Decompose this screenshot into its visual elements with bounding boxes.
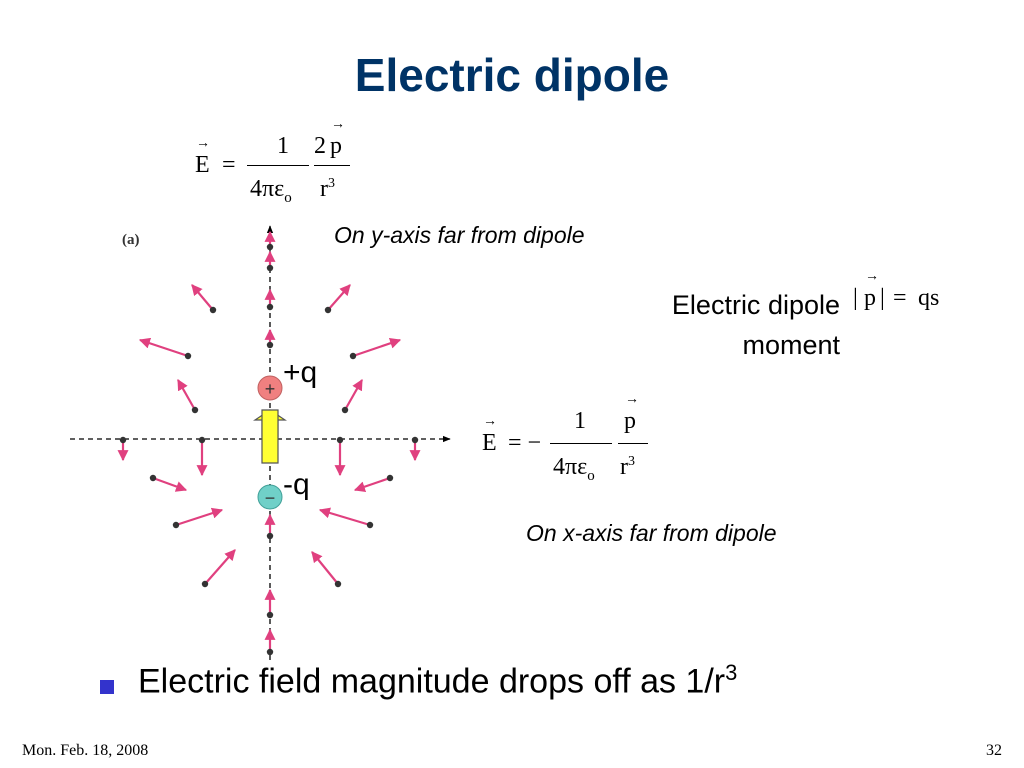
field-point-dot (386, 474, 394, 482)
vector-p-symbol: p (330, 117, 345, 160)
bullet-superscript: 3 (725, 660, 738, 685)
field-vector-arrow (344, 379, 363, 411)
field-vector-arrow (177, 379, 196, 411)
field-point-dot (266, 303, 274, 311)
equals-minus-sign: = − (508, 430, 542, 456)
qs-term: qs (918, 285, 940, 311)
field-vector-arrow (352, 337, 402, 358)
bullet-text-main: Electric field magnitude drops off as 1/… (138, 662, 726, 701)
numerator-one: 1 (574, 408, 586, 434)
y-axis-note: On y-axis far from dipole (334, 222, 585, 248)
dipole-moment-arrow-shaft (261, 409, 279, 464)
positive-charge (257, 375, 283, 401)
field-vector-arrow (175, 507, 224, 527)
vector-e-symbol: E (482, 414, 497, 457)
minus-sign: − (265, 488, 276, 508)
denominator-4pi-epsilon: 4πε (553, 454, 588, 480)
positive-charge-text: +q (283, 356, 318, 389)
field-point-dot (341, 406, 349, 414)
denominator-r: r (320, 176, 328, 202)
field-point-dot (172, 521, 180, 529)
field-point-dot (366, 521, 374, 529)
field-point-dot (266, 532, 274, 540)
field-vector-arrow (318, 507, 371, 527)
field-point-dot (266, 264, 274, 272)
negative-charge-label: -q (283, 468, 310, 502)
moment-label-line1: Electric dipole (671, 290, 840, 320)
numerator-one: 1 (277, 133, 289, 159)
field-point-dot (184, 352, 192, 360)
field-point-dot (149, 474, 157, 482)
field-point-dot (266, 341, 274, 349)
fraction-bar (247, 165, 309, 166)
field-point-dot (266, 243, 274, 251)
negative-charge-text: -q (283, 468, 310, 501)
numerator-coefficient: 2 (314, 133, 326, 159)
figure-label: (a) (122, 232, 140, 248)
field-arrows (117, 230, 421, 652)
vector-p-symbol: p (624, 392, 639, 435)
r-exponent: 3 (628, 454, 635, 469)
x-axis-note: On x-axis far from dipole (526, 520, 777, 546)
bullet-square-icon (100, 680, 114, 694)
field-vector-arrow (327, 284, 351, 311)
moment-label-line2: moment (742, 330, 840, 360)
equals-sign: = (893, 285, 907, 311)
fraction-bar (314, 165, 350, 166)
denominator-r: r (620, 454, 628, 480)
positive-charge-label: +q (283, 356, 317, 390)
field-vector-arrow (138, 337, 189, 358)
epsilon-subscript: o (284, 189, 292, 206)
footer-page-number: 32 (986, 742, 1002, 759)
field-vector-arrow (204, 549, 236, 585)
field-point-dot (209, 306, 217, 314)
field-point-dot (349, 352, 357, 360)
vector-p-symbol: p (864, 269, 879, 312)
field-point-dot (334, 580, 342, 588)
field-point-dot (201, 580, 209, 588)
plus-sign: + (265, 379, 276, 399)
field-point-dot (198, 436, 206, 444)
field-point-dot (266, 648, 274, 656)
fraction-bar (618, 443, 648, 444)
field-point-dot (336, 436, 344, 444)
abs-bar-left: | (853, 285, 858, 311)
field-vector-arrow (152, 476, 188, 492)
r-exponent: 3 (328, 176, 335, 191)
equals-sign: = (222, 152, 236, 178)
field-point-dot (119, 436, 127, 444)
field-point-dot (411, 436, 419, 444)
field-point-dot (266, 611, 274, 619)
slide-title: Electric dipole (354, 49, 670, 101)
abs-bar-right: | (880, 285, 885, 311)
bullet-text: Electric field magnitude drops off as 1/… (138, 660, 737, 701)
field-vector-arrow (191, 284, 214, 311)
field-vector-arrow (311, 551, 339, 585)
epsilon-subscript: o (587, 467, 595, 484)
field-points (119, 243, 419, 656)
footer-date: Mon. Feb. 18, 2008 (22, 742, 149, 759)
field-vector-arrow (353, 476, 391, 492)
negative-charge (257, 484, 283, 510)
denominator-4pi-epsilon: 4πε (250, 176, 285, 202)
field-point-dot (324, 306, 332, 314)
vector-e-symbol: E (195, 136, 210, 179)
field-point-dot (191, 406, 199, 414)
fraction-bar (550, 443, 612, 444)
